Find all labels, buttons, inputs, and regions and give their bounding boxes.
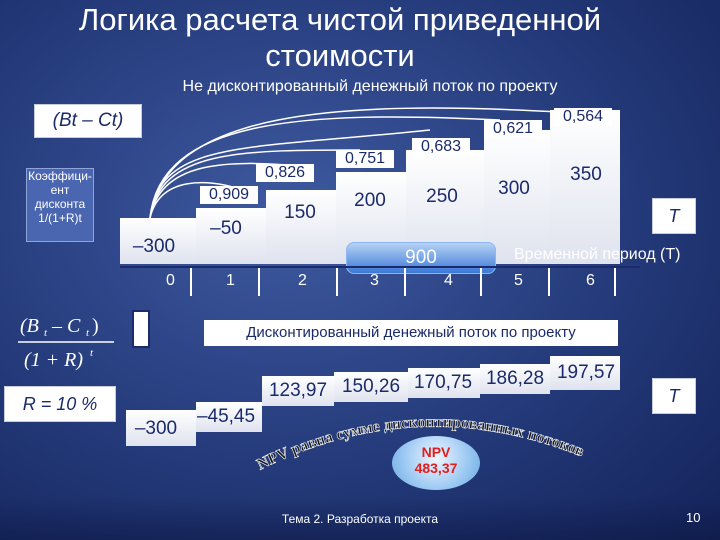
svg-text:t: t: [90, 347, 94, 359]
svg-text:): ): [92, 315, 99, 337]
period-6: 6: [586, 272, 595, 289]
axis-tick: [190, 268, 192, 296]
discount-formula: (B t – C t ) (1 + R) t: [18, 315, 114, 371]
period-1: 1: [226, 272, 235, 289]
axis-tick: [258, 268, 260, 296]
cash-flow-3: 200: [354, 190, 386, 211]
dcf-step-4: [408, 368, 480, 398]
discount-factor-5: 0,621: [484, 120, 542, 138]
cf-step-1: [196, 208, 266, 264]
dcf-step-0: [126, 410, 196, 446]
page-number: 10: [686, 510, 701, 525]
discounted-0: –300: [134, 418, 178, 439]
svg-text:t: t: [86, 327, 90, 339]
footer-topic: Тема 2. Разработка проекта: [281, 512, 439, 526]
discount-factor-3: 0,751: [336, 150, 394, 168]
cf-step-0: [120, 218, 196, 264]
discount-coefficient-label: Коэффици-ент дисконта 1/(1+R)t: [26, 168, 94, 242]
dcf-step-2: [262, 376, 334, 406]
discount-factor-2: 0,826: [256, 164, 314, 182]
discount-factor-4: 0,683: [412, 138, 470, 156]
page-title: Логика расчета чистой приведенной стоимо…: [78, 2, 602, 73]
discounted-1: –45,45: [196, 406, 256, 427]
cash-flow-6: 350: [570, 164, 602, 185]
cash-flow-4: 250: [426, 186, 458, 207]
axis-T-top: T: [652, 198, 696, 234]
time-axis: [120, 266, 640, 268]
svg-text:t: t: [44, 327, 48, 339]
period-0: 0: [166, 272, 175, 289]
cash-flow-5: 300: [498, 178, 530, 199]
axis-tick: [548, 268, 550, 296]
period-4: 4: [444, 272, 453, 289]
undiscounted-subtitle: Не дисконтированный денежный поток по пр…: [182, 78, 558, 95]
footer-strip: [0, 496, 720, 540]
axis-tick: [336, 268, 338, 296]
axis-tick: [404, 268, 406, 296]
cash-flow-0: –300: [132, 236, 176, 257]
undiscounted-sum-button: 900: [346, 242, 496, 274]
formula-bracket: [132, 310, 150, 348]
cash-flow-2: 150: [284, 202, 316, 223]
discounted-5: 186,28: [485, 368, 545, 389]
discounted-6: 197,57: [556, 362, 616, 383]
dcf-step-5: [480, 364, 550, 394]
npv-result-badge: NPV 483,37: [392, 436, 480, 490]
svg-text:(B: (B: [20, 315, 39, 337]
period-3: 3: [370, 272, 379, 289]
flow-label-box: (Bt – Ct): [34, 104, 142, 138]
discounted-3: 150,26: [341, 376, 401, 397]
npv-value: 483,37: [414, 460, 458, 476]
cash-flow-1: –50: [210, 218, 242, 239]
axis-T-bottom: T: [652, 378, 696, 414]
rate-box: R = 10 %: [4, 386, 116, 422]
discounted-4: 170,75: [413, 372, 473, 393]
dcf-step-6: [550, 356, 620, 390]
svg-text:– C: – C: [51, 315, 81, 337]
discounted-flow-label: Дисконтированный денежный поток по проек…: [204, 320, 618, 346]
dcf-step-3: [334, 372, 408, 402]
dcf-step-1: [196, 402, 262, 432]
period-5: 5: [514, 272, 523, 289]
time-period-label: Временной период (T): [514, 246, 681, 263]
axis-tick: [480, 268, 482, 296]
axis-tick: [614, 268, 616, 296]
cf-step-2: [266, 190, 336, 264]
npv-label: NPV: [421, 444, 451, 460]
discounted-2: 123,97: [268, 380, 328, 401]
period-2: 2: [298, 272, 307, 289]
svg-text:(1 + R): (1 + R): [24, 349, 83, 371]
discount-factor-1: 0,909: [200, 186, 258, 204]
cf-step-5: [484, 130, 550, 264]
discount-factor-6: 0,564: [554, 108, 612, 126]
cf-step-6: [550, 110, 620, 264]
